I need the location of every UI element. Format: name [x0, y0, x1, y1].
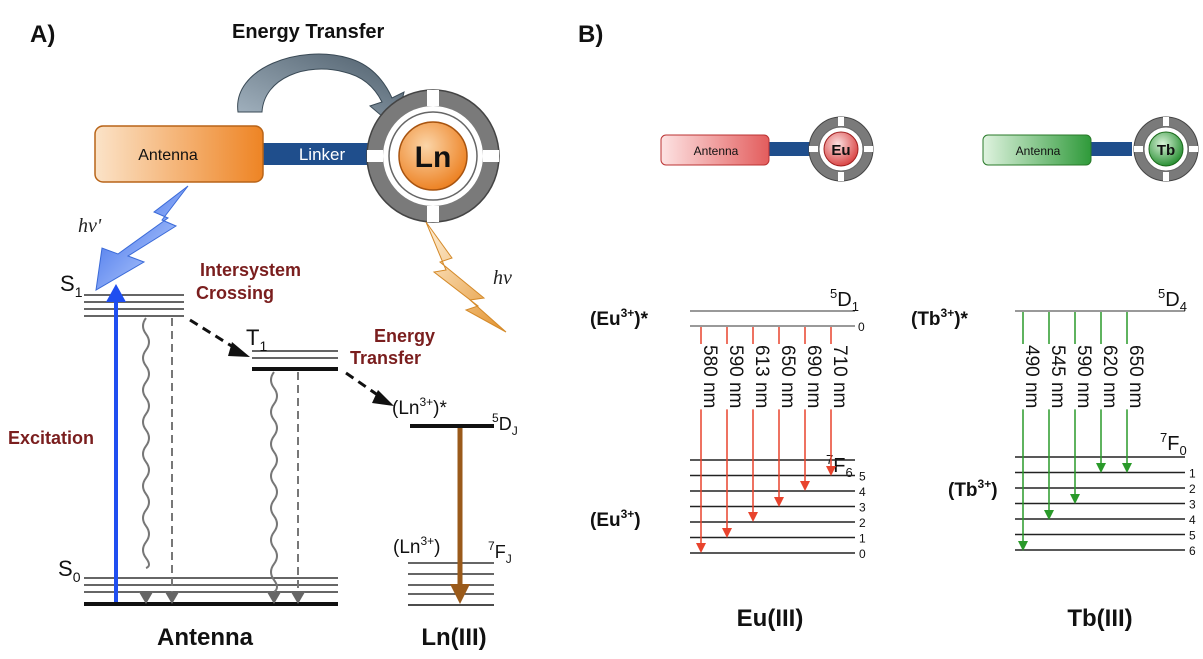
s0-label: S0: [58, 556, 81, 585]
eu-caption: Eu(III): [737, 605, 804, 632]
eu-wavelength-label: 613 nm: [751, 345, 772, 408]
tb-linker: [1088, 142, 1132, 156]
tb-7f-level-index: 2: [1189, 482, 1196, 496]
excitation-arrow: [106, 284, 126, 602]
eu-7f-level-index: 2: [859, 516, 866, 530]
tb-5d4-term: 5D4: [1158, 286, 1187, 314]
tb-caption: Tb(III): [1067, 605, 1132, 632]
ln-5dj-term: 5DJ: [492, 411, 518, 438]
ln-emission-arrow: [450, 428, 470, 604]
eu-emission-arrow: 710 nm: [826, 327, 851, 476]
s1-levels: [84, 294, 184, 317]
s0-levels: [84, 577, 338, 593]
isc-label-line2: Crossing: [196, 283, 274, 303]
s1-nonradiative-decay: [139, 317, 179, 604]
tb-7f-level-index: 4: [1189, 513, 1196, 527]
tb-wavelength-label: 545 nm: [1047, 345, 1068, 408]
eu-5d1-term: 5D1: [830, 286, 859, 314]
eu-emission-arrow: 613 nm: [748, 327, 773, 522]
hv-label: hν: [493, 267, 512, 289]
tb-antenna-box: [982, 134, 1092, 166]
tb-wavelength-label: 590 nm: [1073, 345, 1094, 408]
ln-caption: Ln(III): [421, 624, 486, 651]
eu-antenna-box: [660, 134, 770, 166]
eu-wavelength-label: 650 nm: [777, 345, 798, 408]
ln-7fj-term: 7FJ: [488, 539, 512, 566]
tb-7f-level-index: 3: [1189, 498, 1196, 512]
ln-7fj-levels: [408, 562, 494, 595]
eu-7f-level-index: 3: [859, 501, 866, 515]
eu-wavelength-label: 590 nm: [725, 345, 746, 408]
ln-excited-label: (Ln3+)*: [392, 395, 447, 419]
tb-7f-levels: 12 34 56: [1015, 456, 1196, 558]
eu-wavelength-label: 710 nm: [829, 345, 850, 408]
emission-bolt-icon: [425, 221, 507, 333]
tb-7f-level-index: 5: [1189, 529, 1196, 543]
ln-ground-label: (Ln3+): [393, 534, 440, 558]
tb-complex: [1133, 116, 1199, 182]
t1-levels: [252, 350, 338, 359]
tb-7f0-term: 7F0: [1160, 430, 1187, 458]
energy-transfer-label-line2: Transfer: [350, 348, 421, 368]
eu-5d0-index: 0: [858, 320, 865, 334]
eu-ground-label: (Eu3+): [590, 507, 641, 531]
tb-7f-level-index: 1: [1189, 467, 1196, 481]
excitation-label: Excitation: [8, 428, 94, 448]
t1-nonradiative-decay: [267, 371, 305, 604]
eu-excited-label: (Eu3+)*: [590, 306, 649, 330]
t1-label: T1: [246, 325, 267, 354]
eu-7f-levels: 54 32 10: [690, 459, 866, 561]
tb-ground-label: (Tb3+): [948, 477, 998, 501]
tb-emission-arrow: 650 nm: [1122, 312, 1147, 473]
eu-emission-arrow: 690 nm: [800, 327, 825, 491]
tb-emission-arrow: 590 nm: [1070, 312, 1095, 504]
tb-excited-label: (Tb3+)*: [911, 306, 969, 330]
s1-label: S1: [60, 271, 83, 300]
tb-7f-level-index: 6: [1189, 544, 1196, 558]
eu-antenna-label: Antenna: [694, 144, 739, 158]
tb-wavelength-label: 490 nm: [1021, 345, 1042, 408]
tb-emission-arrow: 545 nm: [1044, 312, 1069, 520]
tb-wavelength-label: 650 nm: [1125, 345, 1146, 408]
tb-ion-label: Tb: [1157, 142, 1175, 159]
eu-7f-level-index: 0: [859, 547, 866, 561]
eu-linker: [766, 142, 810, 156]
eu-emission-arrow: 650 nm: [774, 327, 799, 507]
eu-wavelength-label: 690 nm: [803, 345, 824, 408]
tb-antenna-label: Antenna: [1016, 144, 1061, 158]
isc-arrow: [189, 318, 250, 357]
linker-label: Linker: [299, 145, 346, 164]
panel-b-label: B): [578, 21, 603, 48]
energy-transfer-arrow: [345, 371, 394, 406]
eu-7f-level-index: 4: [859, 485, 866, 499]
energy-transfer-label-line1: Energy: [374, 326, 435, 346]
eu-emission-arrow: 580 nm: [696, 327, 721, 553]
ln-complex: [366, 89, 500, 223]
antenna-box-label: Antenna: [138, 147, 198, 164]
isc-label-line1: Intersystem: [200, 260, 301, 280]
tb-wavelength-label: 620 nm: [1099, 345, 1120, 408]
antenna-caption: Antenna: [157, 624, 254, 651]
eu-wavelength-label: 580 nm: [699, 345, 720, 408]
hv-prime-label: hν': [78, 215, 102, 237]
eu-complex: [808, 116, 874, 182]
antenna-box: [94, 125, 264, 183]
linker-bar: [262, 143, 382, 165]
energy-transfer-title: Energy Transfer: [232, 21, 385, 43]
eu-7f-level-index: 5: [859, 470, 866, 484]
ln-label: Ln: [415, 141, 452, 174]
eu-emission-arrow: 590 nm: [722, 327, 747, 538]
eu-7f-level-index: 1: [859, 532, 866, 546]
absorption-bolt-icon: [95, 185, 189, 291]
eu-ion-label: Eu: [831, 142, 850, 159]
panel-a-label: A): [30, 21, 55, 48]
tb-emission-arrow: 490 nm: [1018, 312, 1043, 551]
tb-emission-arrow: 620 nm: [1096, 312, 1121, 473]
